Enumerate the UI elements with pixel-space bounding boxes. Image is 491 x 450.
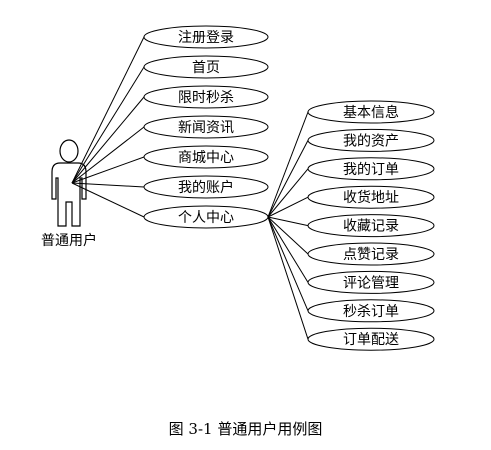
- association-line: [71, 66, 145, 184]
- include-line: [267, 196, 309, 218]
- use-case-oval: [143, 25, 269, 49]
- association-line: [71, 156, 145, 184]
- include-line: [267, 140, 309, 218]
- sub-use-case-oval: [307, 327, 435, 351]
- use-case-label: 商城中心: [178, 150, 234, 166]
- figure-caption: 图 3-1 普通用户用例图: [168, 420, 323, 438]
- association-line: [71, 182, 145, 218]
- sub-use-case-oval: [307, 157, 435, 181]
- association-line: [71, 36, 145, 184]
- association-line: [71, 182, 145, 188]
- use-case-label: 限时秒杀: [178, 90, 234, 106]
- use-case-oval: [143, 55, 269, 79]
- use-case-label: 注册登录: [178, 30, 234, 46]
- include-line: [267, 168, 309, 218]
- sub-use-case-label: 评论管理: [343, 275, 399, 291]
- actor-label: 普通用户: [41, 232, 97, 249]
- include-line: [267, 216, 309, 283]
- sub-use-case-label: 订单配送: [343, 332, 399, 348]
- use-case-label: 新闻资讯: [178, 120, 234, 136]
- use-case-label: 个人中心: [178, 210, 234, 226]
- use-case-oval: [143, 205, 269, 229]
- sub-use-case-label: 基本信息: [343, 104, 399, 121]
- sub-use-case-label: 点赞记录: [343, 247, 399, 263]
- sub-use-case-oval: [307, 299, 435, 323]
- sub-use-case-oval: [307, 242, 435, 266]
- sub-use-case-oval: [307, 270, 435, 294]
- use-case-oval: [143, 145, 269, 169]
- include-line: [267, 216, 309, 340]
- sub-use-case-oval: [307, 185, 435, 209]
- sub-use-case-label: 收货地址: [343, 189, 399, 206]
- sub-use-case-label: 我的订单: [343, 162, 399, 178]
- include-line: [267, 216, 309, 227]
- include-line: [267, 111, 309, 218]
- use-case-label: 我的账户: [178, 179, 234, 196]
- sub-use-case-label: 秒杀订单: [343, 304, 399, 320]
- include-line: [267, 216, 309, 255]
- actor-body: [51, 162, 87, 227]
- actor-head: [59, 139, 79, 163]
- include-line: [267, 216, 309, 311]
- sub-use-case-label: 收藏记录: [343, 219, 399, 235]
- use-case-oval: [143, 115, 269, 139]
- association-line: [71, 96, 145, 184]
- sub-use-case-oval: [307, 214, 435, 238]
- use-case-oval: [143, 175, 269, 199]
- use-case-oval: [143, 85, 269, 109]
- sub-use-case-oval: [307, 128, 435, 152]
- association-line: [71, 126, 145, 184]
- sub-use-case-label: 我的资产: [343, 133, 399, 149]
- use-case-label: 首页: [192, 60, 220, 76]
- actor-figure: [51, 139, 87, 227]
- sub-use-case-oval: [307, 100, 435, 124]
- association-lines: [71, 36, 309, 340]
